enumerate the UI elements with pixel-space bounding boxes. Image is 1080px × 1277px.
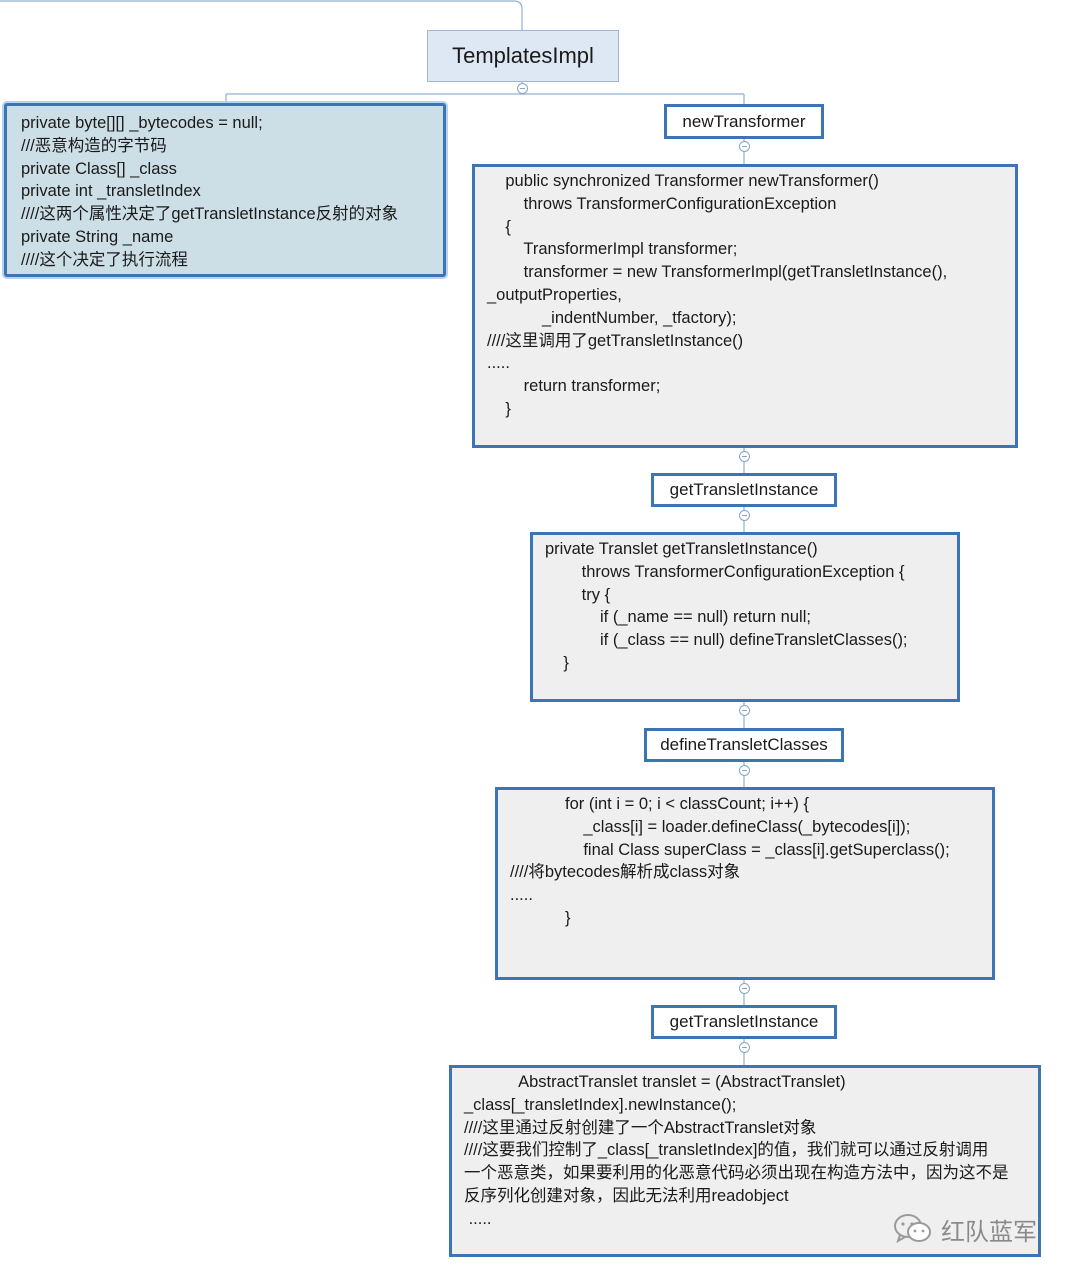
code-line: { (487, 217, 511, 236)
fields-line: private Class[] _class (21, 159, 177, 178)
node-label-gettransletinstance-2[interactable]: getTransletInstance (651, 1005, 837, 1039)
code-line: ..... (487, 354, 510, 373)
code-block-newinstance[interactable]: AbstractTranslet translet = (AbstractTra… (449, 1065, 1041, 1257)
fields-line: private String _name (21, 227, 174, 246)
code-line: if (_class == null) defineTransletClasse… (545, 631, 908, 650)
code-line: _outputProperties, (487, 285, 622, 304)
code-line: if (_name == null) return null; (545, 608, 811, 627)
code-line: 反序列化创建对象，因此无法利用readobject (464, 1186, 789, 1205)
code-line: try { (545, 585, 611, 604)
code-line: ////将bytecodes解析成class对象 (510, 863, 741, 882)
code-line: } (510, 908, 571, 927)
code-line: for (int i = 0; i < classCount; i++) { (510, 795, 809, 813)
root-node-title[interactable]: TemplatesImpl (427, 30, 619, 82)
code-line: _indentNumber, _tfactory); (487, 308, 737, 327)
collapse-toggle[interactable] (739, 510, 750, 521)
code-line: ..... (464, 1209, 492, 1228)
fields-line: private byte[][] _bytecodes = null; (21, 114, 263, 132)
code-line: } (487, 399, 511, 418)
code-line: ////这里通过反射创建了一个AbstractTranslet对象 (464, 1118, 817, 1137)
code-line: throws TransformerConfigurationException (487, 194, 837, 213)
collapse-toggle[interactable] (739, 1042, 750, 1053)
code-block-gettransletinstance[interactable]: private Translet getTransletInstance() t… (530, 532, 960, 702)
code-line: AbstractTranslet translet = (AbstractTra… (464, 1073, 846, 1091)
code-line: final Class superClass = _class[i].getSu… (510, 840, 950, 859)
code-line: public synchronized Transformer newTrans… (487, 172, 879, 190)
node-label-newtransformer[interactable]: newTransformer (664, 104, 824, 139)
watermark: 红队蓝军 (893, 1209, 1053, 1249)
code-line: TransformerImpl transformer; (487, 240, 738, 259)
code-line: throws TransformerConfigurationException… (545, 562, 905, 581)
collapse-toggle[interactable] (739, 451, 750, 462)
code-line: } (545, 653, 569, 672)
fields-line: ////这两个属性决定了getTransletInstance反射的对象 (21, 205, 399, 224)
fields-node[interactable]: private byte[][] _bytecodes = null; ///恶… (4, 103, 446, 277)
code-line: ..... (510, 886, 533, 905)
code-line: 一个恶意类，如果要利用的化恶意代码必须出现在构造方法中，因为这不是 (464, 1164, 1009, 1183)
collapse-toggle[interactable] (739, 141, 750, 152)
wechat-icon (894, 1214, 931, 1244)
code-line: ////这里调用了getTransletInstance() (487, 331, 744, 350)
code-line: private Translet getTransletInstance() (545, 540, 818, 558)
code-line: _class[_transletIndex].newInstance(); (464, 1095, 737, 1114)
watermark-text: 红队蓝军 (941, 1218, 1037, 1246)
node-label-definetransletclasses[interactable]: defineTransletClasses (644, 728, 844, 762)
collapse-toggle[interactable] (739, 705, 750, 716)
code-block-definetransletclasses[interactable]: for (int i = 0; i < classCount; i++) { _… (495, 787, 995, 980)
collapse-toggle[interactable] (517, 83, 528, 94)
node-label-gettransletinstance[interactable]: getTransletInstance (651, 473, 837, 507)
collapse-toggle[interactable] (739, 983, 750, 994)
fields-line: private int _transletIndex (21, 182, 201, 201)
code-block-newtransformer[interactable]: public synchronized Transformer newTrans… (472, 164, 1018, 448)
fields-line: ////这个决定了执行流程 (21, 250, 188, 269)
code-line: return transformer; (487, 377, 661, 396)
code-line: transformer = new TransformerImpl(getTra… (487, 263, 948, 282)
code-line: _class[i] = loader.defineClass(_bytecode… (510, 817, 911, 836)
collapse-toggle[interactable] (739, 765, 750, 776)
code-line: ////这要我们控制了_class[_transletIndex]的值，我们就可… (464, 1141, 989, 1160)
fields-line: ///恶意构造的字节码 (21, 136, 167, 155)
